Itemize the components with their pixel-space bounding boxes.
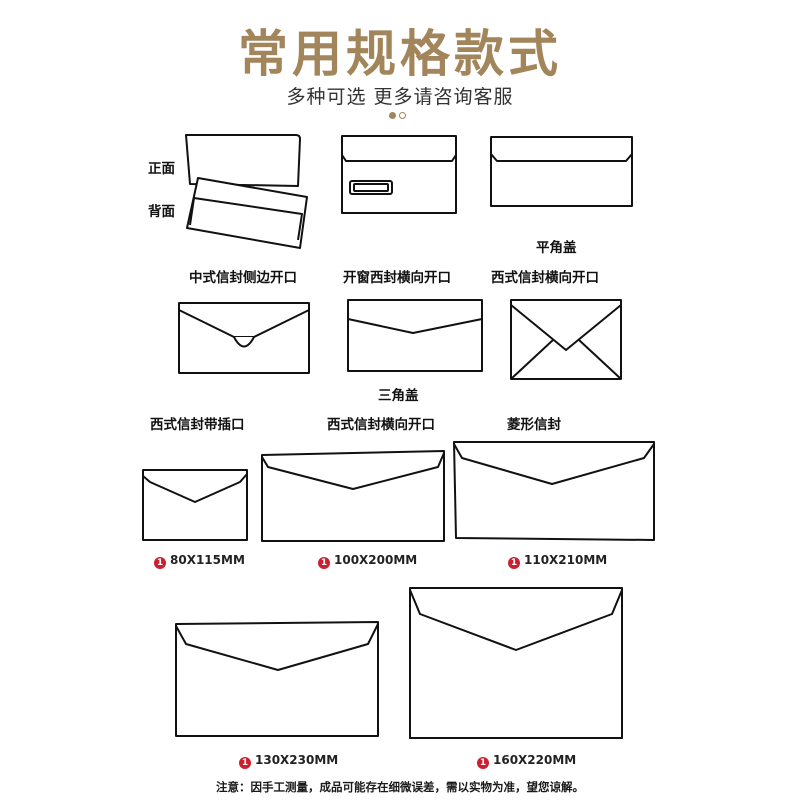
label-insert-slot: 西式信封带插口 xyxy=(150,417,245,433)
carousel-dots xyxy=(389,112,413,122)
window-envelope-illustration xyxy=(341,135,457,214)
label-flat-flap: 平角盖 xyxy=(536,240,577,256)
label-west-horizontal-1: 西式信封横向开口 xyxy=(491,270,599,286)
label-back: 背面 xyxy=(148,204,175,220)
envelope-160x220 xyxy=(409,587,623,739)
flat-flap-envelope-illustration xyxy=(490,136,633,207)
label-window: 开窗西封横向开口 xyxy=(343,270,451,286)
envelope-80x115 xyxy=(142,469,248,541)
envelope-back xyxy=(186,177,308,249)
footer-note: 注意：因手工测量，成品可能存在细微误差，需以实物为准，望您谅解。 xyxy=(216,780,584,794)
chinese-envelope-illustration xyxy=(185,134,308,249)
envelope-100x200 xyxy=(261,450,445,542)
label-diamond: 菱形信封 xyxy=(507,417,561,433)
dot-active xyxy=(389,112,396,119)
dot-inactive xyxy=(399,112,406,119)
west-horizontal-envelope-illustration xyxy=(347,299,483,372)
label-west-horizontal-2: 西式信封横向开口 xyxy=(327,417,435,433)
diamond-envelope-illustration xyxy=(510,299,622,380)
envelope-front xyxy=(185,134,301,187)
label-side-open: 中式信封侧边开口 xyxy=(189,270,297,286)
page-title: 常用规格款式 xyxy=(238,25,562,83)
page-subtitle: 多种可选 更多请咨询客服 xyxy=(286,86,514,108)
label-triangle-flap: 三角盖 xyxy=(378,388,419,404)
insert-slot-envelope-illustration xyxy=(178,302,310,374)
envelope-110x210 xyxy=(453,441,655,541)
label-front: 正面 xyxy=(148,161,175,177)
envelope-130x230 xyxy=(175,621,379,737)
